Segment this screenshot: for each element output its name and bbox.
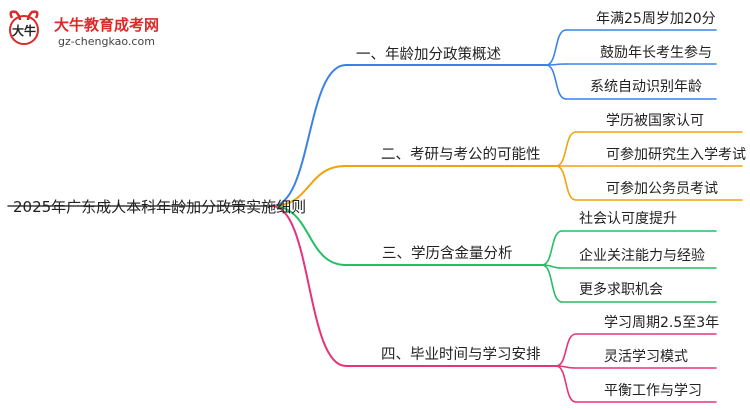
- logo-mark-text: 大牛: [12, 23, 36, 38]
- root-edge-2: [271, 165, 347, 207]
- leaf-edge-2-3: [555, 165, 577, 201]
- bull-logo-icon: 大牛: [9, 10, 39, 45]
- leaf-node-3-2: 企业关注能力与经验: [579, 248, 705, 264]
- leaf-node-1-2: 鼓励年长考生参与: [600, 45, 712, 61]
- root-edge-4: [271, 205, 347, 367]
- root-edge-1: [271, 64, 347, 207]
- site-name: 大牛教育成考网: [54, 16, 160, 34]
- leaf-edge-1-1: [545, 29, 567, 66]
- mindmap-edges: [7, 29, 743, 403]
- root-node: 2025年广东成人本科年龄加分政策实施细则: [13, 198, 307, 216]
- branch-node-4: 四、毕业时间与学习安排: [381, 347, 541, 363]
- leaf-node-1-3: 系统自动识别年龄: [590, 79, 702, 95]
- branch-node-3: 三、学历含金量分析: [382, 246, 513, 262]
- leaf-edge-3-3: [541, 264, 563, 303]
- leaf-node-2-1: 学历被国家认可: [606, 113, 704, 129]
- leaf-edge-3-1: [541, 230, 563, 266]
- site-logo[interactable]: 大牛 大牛教育成考网 gz-chengkao.com: [6, 8, 176, 54]
- site-url: gz-chengkao.com: [58, 35, 155, 48]
- branch-node-2: 二、考研与考公的可能性: [381, 147, 541, 163]
- branch-node-1: 一、年龄加分政策概述: [356, 47, 501, 63]
- leaf-edge-2-1: [555, 131, 577, 167]
- leaf-edge-4-3: [555, 365, 577, 403]
- leaf-node-2-2: 可参加研究生入学考试: [606, 147, 746, 163]
- leaf-node-2-3: 可参加公务员考试: [606, 181, 718, 197]
- leaf-node-1-1: 年满25周岁加20分: [596, 11, 716, 27]
- leaf-node-4-3: 平衡工作与学习: [604, 383, 702, 399]
- leaf-edge-4-1: [555, 333, 577, 367]
- leaf-node-4-2: 灵活学习模式: [604, 349, 688, 365]
- leaf-node-3-1: 社会认可度提升: [579, 211, 677, 227]
- root-edge-3: [271, 205, 347, 266]
- leaf-node-4-1: 学习周期2.5至3年: [604, 315, 720, 331]
- leaf-edge-1-3: [545, 64, 567, 100]
- leaf-node-3-3: 更多求职机会: [579, 282, 663, 298]
